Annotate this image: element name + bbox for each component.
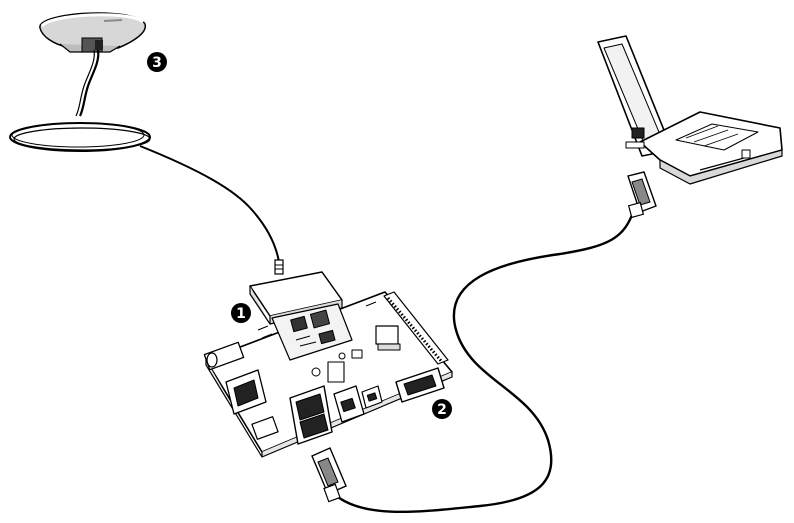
callout-2-label: 2	[437, 402, 447, 418]
circuit-board-icon	[203, 271, 453, 458]
antenna-cable	[9, 49, 280, 263]
callout-2: 2	[432, 399, 452, 419]
callout-1-label: 1	[236, 306, 246, 322]
antenna-plug-icon	[274, 259, 284, 275]
callout-3-label: 3	[152, 55, 162, 71]
serial-cable	[331, 209, 636, 514]
laptop-icon	[597, 35, 783, 185]
callout-1: 1	[231, 303, 251, 323]
gps-antenna-icon	[39, 12, 146, 53]
laptop-db9-connector-icon	[627, 171, 657, 219]
db9-connector-icon	[311, 447, 347, 503]
callout-3: 3	[147, 52, 167, 72]
